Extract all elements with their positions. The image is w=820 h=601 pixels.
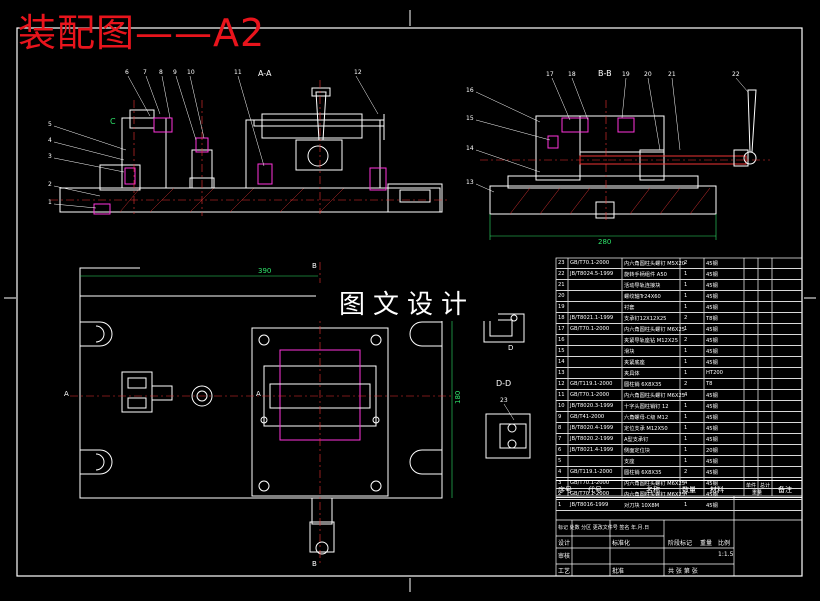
header-name: 名称 <box>646 486 660 494</box>
balloon-4: 4 <box>48 137 52 144</box>
balloon-11: 11 <box>234 69 242 76</box>
balloon-21: 21 <box>668 71 676 78</box>
balloon-9: 9 <box>173 69 177 76</box>
label-a-left: A <box>64 390 69 398</box>
watermark-banner: 图文设计 <box>316 283 498 321</box>
label-dd: D-D <box>496 379 511 388</box>
label-bb: B-B <box>598 69 612 78</box>
section-aa-view <box>50 75 450 216</box>
balloon-3: 3 <box>48 153 52 160</box>
balloon-8: 8 <box>159 69 163 76</box>
tb-weight: 重量 <box>700 540 713 547</box>
header-unit: 单件 <box>746 483 757 489</box>
balloon-13: 13 <box>466 179 474 186</box>
balloon-10: 10 <box>187 69 195 76</box>
balloon-15: 15 <box>466 115 474 122</box>
tb-approve: 批准 <box>612 568 625 575</box>
tb-review: 审核 <box>558 553 571 560</box>
balloon-16: 16 <box>466 87 474 94</box>
balloon-19: 19 <box>622 71 630 78</box>
plan-view <box>70 262 454 564</box>
label-aa: A-A <box>258 69 272 78</box>
balloon-20: 20 <box>644 71 652 78</box>
label-b-top: B <box>312 262 317 270</box>
tb-sheets: 共 张 第 张 <box>668 568 698 575</box>
header-no: 序号 <box>558 486 572 494</box>
tb-process: 工艺 <box>558 568 571 575</box>
tb-design: 设计 <box>558 540 571 547</box>
header-note: 备注 <box>778 486 792 494</box>
header-total: 总计 <box>760 483 771 489</box>
label-c: C <box>110 117 116 126</box>
dim-180: 180 <box>454 391 462 404</box>
label-a-mid: A <box>256 390 261 398</box>
section-dd-view <box>483 313 531 459</box>
header-weight: 重量 <box>752 490 763 496</box>
header-mat: 材料 <box>710 486 724 494</box>
dim-280: 280 <box>598 238 611 246</box>
tb-stage: 阶段标记 <box>668 540 693 547</box>
balloon-5: 5 <box>48 121 52 128</box>
center-marks <box>4 10 816 592</box>
balloon-6: 6 <box>125 69 129 76</box>
header-qty: 数量 <box>682 486 696 494</box>
balloon-2: 2 <box>48 181 52 188</box>
balloon-18: 18 <box>568 71 576 78</box>
balloon-1: 1 <box>48 199 52 206</box>
header-code: 代号 <box>588 486 602 494</box>
bom-frame <box>555 257 803 577</box>
label-b-bottom: B <box>312 560 317 568</box>
bom-header: 序号 代号 名称 数量 材料 单件 总计 重量 备注 <box>556 480 802 498</box>
dim-390: 390 <box>258 267 271 275</box>
label-d: D <box>508 344 513 352</box>
tb-revision-row: 标记 处数 分区 更改文件号 签名 年.月.日 <box>558 525 650 531</box>
balloon-14: 14 <box>466 145 474 152</box>
balloon-12: 12 <box>354 69 362 76</box>
tb-standard: 标准化 <box>612 540 631 547</box>
balloon-17: 17 <box>546 71 554 78</box>
section-bb-view <box>475 77 770 240</box>
balloon-23: 23 <box>500 397 508 404</box>
tb-scale: 1:1.5 <box>718 551 734 558</box>
drawing-title: 装配图——A2 <box>18 11 266 55</box>
balloon-7: 7 <box>143 69 147 76</box>
tb-scale-label: 比例 <box>718 540 731 547</box>
balloon-22: 22 <box>732 71 740 78</box>
